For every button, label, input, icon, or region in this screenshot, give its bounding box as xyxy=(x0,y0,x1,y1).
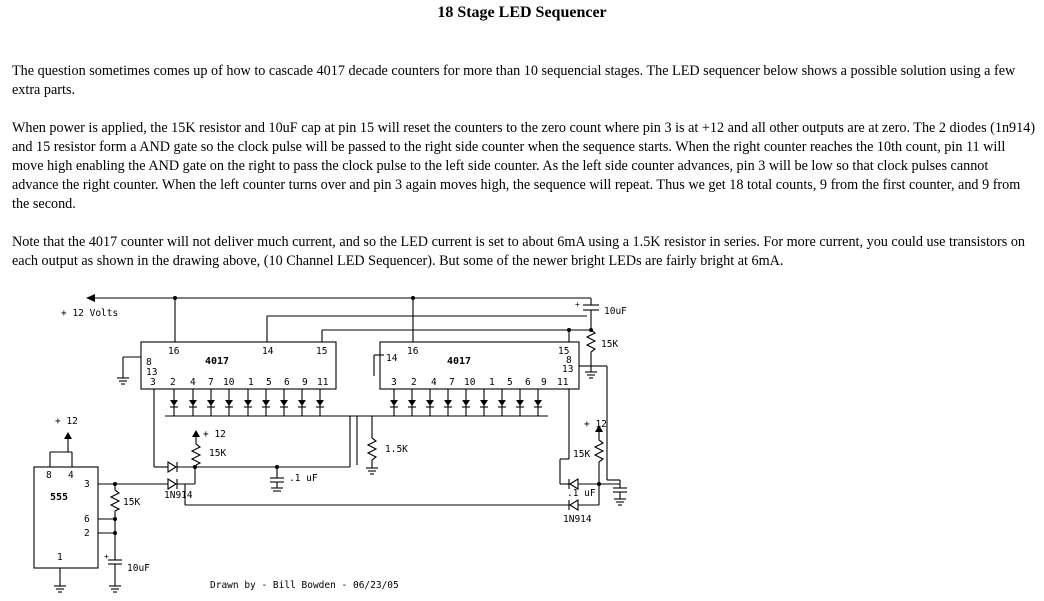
right-pin: 11 xyxy=(557,377,569,388)
timer-supply-label: + 12 xyxy=(55,416,78,427)
left-pin: 11 xyxy=(317,377,329,388)
right-pin: 13 xyxy=(562,364,573,375)
led-icon xyxy=(390,389,398,416)
left-counter-name: 4017 xyxy=(205,356,229,367)
led-array xyxy=(165,389,548,475)
right-pin: 9 xyxy=(541,377,547,388)
right-pin: 16 xyxy=(407,346,419,357)
cap-01uf-left-label: .1 uF xyxy=(289,473,318,484)
right-pin: 14 xyxy=(386,353,398,364)
left-counter-4017: 4017 16 14 15 8 13 3 2 4 7 10 1 5 6 9 11 xyxy=(117,341,337,390)
supply-right-label: + 12 xyxy=(584,419,607,430)
left-pin: 14 xyxy=(262,346,274,357)
left-pin: 2 xyxy=(170,377,176,388)
left-pin: 4 xyxy=(190,377,196,388)
intro-paragraph: The question sometimes comes up of how t… xyxy=(12,63,1016,98)
led-icon xyxy=(444,389,452,416)
right-and-gate xyxy=(184,365,627,511)
led-icon xyxy=(534,389,542,416)
timer-pin: 2 xyxy=(84,528,90,539)
right-pin: 2 xyxy=(411,377,417,388)
led-icon xyxy=(244,389,252,416)
timer-pin: 8 xyxy=(46,470,52,481)
timer-pin: 3 xyxy=(84,479,90,490)
supply-rail xyxy=(86,294,592,342)
led-icon xyxy=(462,389,470,416)
supply-label: + 12 Volts xyxy=(61,308,118,319)
left-pin: 1 xyxy=(248,377,254,388)
right-counter-name: 4017 xyxy=(447,356,471,367)
led-icon xyxy=(498,389,506,416)
timer-name: 555 xyxy=(50,492,68,503)
left-pin: 16 xyxy=(168,346,180,357)
right-pin: 1 xyxy=(489,377,495,388)
led-icon xyxy=(298,389,306,416)
left-pin: 6 xyxy=(284,377,290,388)
cap-10uf-top-label: 10uF xyxy=(604,306,627,317)
led-icon xyxy=(426,389,434,416)
supply-left-and-label: + 12 xyxy=(203,429,226,440)
led-icon xyxy=(316,389,324,416)
reset-lines xyxy=(266,315,593,376)
left-pin: 7 xyxy=(208,377,214,388)
diode-right-label: 1N914 xyxy=(563,514,592,525)
svg-text:+: + xyxy=(104,552,109,561)
timer-pin: 6 xyxy=(84,514,90,525)
left-pin: 8 xyxy=(146,357,152,368)
timer-pin: 4 xyxy=(68,470,74,481)
right-pin: 10 xyxy=(464,377,476,388)
right-counter-4017: 4017 14 16 15 8 13 3 2 4 7 10 1 5 6 9 11 xyxy=(379,341,591,390)
right-pin: 8 xyxy=(566,355,572,366)
left-and-gate xyxy=(115,389,351,492)
timer-555: 555 8 4 3 6 2 1 + xyxy=(33,432,122,593)
svg-text:+: + xyxy=(575,300,580,309)
res-15k-top-label: 15K xyxy=(601,339,618,350)
right-pin: 6 xyxy=(525,377,531,388)
left-pin: 15 xyxy=(316,346,327,357)
right-pin: 4 xyxy=(431,377,437,388)
cap-01uf-right-label: .1 uF xyxy=(567,488,596,499)
operation-paragraph: When power is applied, the 15K resistor … xyxy=(12,120,1036,212)
page-title: 18 Stage LED Sequencer xyxy=(437,4,607,21)
left-pin: 5 xyxy=(266,377,272,388)
credit-line: Drawn by - Bill Bowden - 06/23/05 xyxy=(210,580,399,591)
led-icon xyxy=(225,389,233,416)
left-pin: 9 xyxy=(302,377,308,388)
reset-network: + xyxy=(575,300,599,379)
res-15k-left-and-label: 15K xyxy=(209,448,226,459)
timer-pin: 1 xyxy=(57,552,63,563)
right-pin: 7 xyxy=(449,377,455,388)
right-pin: 5 xyxy=(507,377,513,388)
led-icon xyxy=(480,389,488,416)
right-pin: 3 xyxy=(391,377,397,388)
led-icon xyxy=(207,389,215,416)
left-pin: 10 xyxy=(223,377,235,388)
cap-10uf-555-label: 10uF xyxy=(127,563,150,574)
led-icon xyxy=(408,389,416,416)
led-icon xyxy=(189,389,197,416)
led-icon xyxy=(516,389,524,416)
res-1-5k-label: 1.5K xyxy=(385,444,408,455)
right-pin: 15 xyxy=(558,346,569,357)
res-15k-555-label: 15K xyxy=(123,497,140,508)
left-pin: 13 xyxy=(146,367,157,378)
res-15k-right-label: 15K xyxy=(573,449,590,460)
current-note-paragraph: Note that the 4017 counter will not deli… xyxy=(12,234,1026,269)
diode-left-label: 1N914 xyxy=(164,490,193,501)
led-icon xyxy=(280,389,288,416)
left-pin: 3 xyxy=(150,377,156,388)
led-icon xyxy=(170,389,178,416)
led-icon xyxy=(262,389,270,416)
